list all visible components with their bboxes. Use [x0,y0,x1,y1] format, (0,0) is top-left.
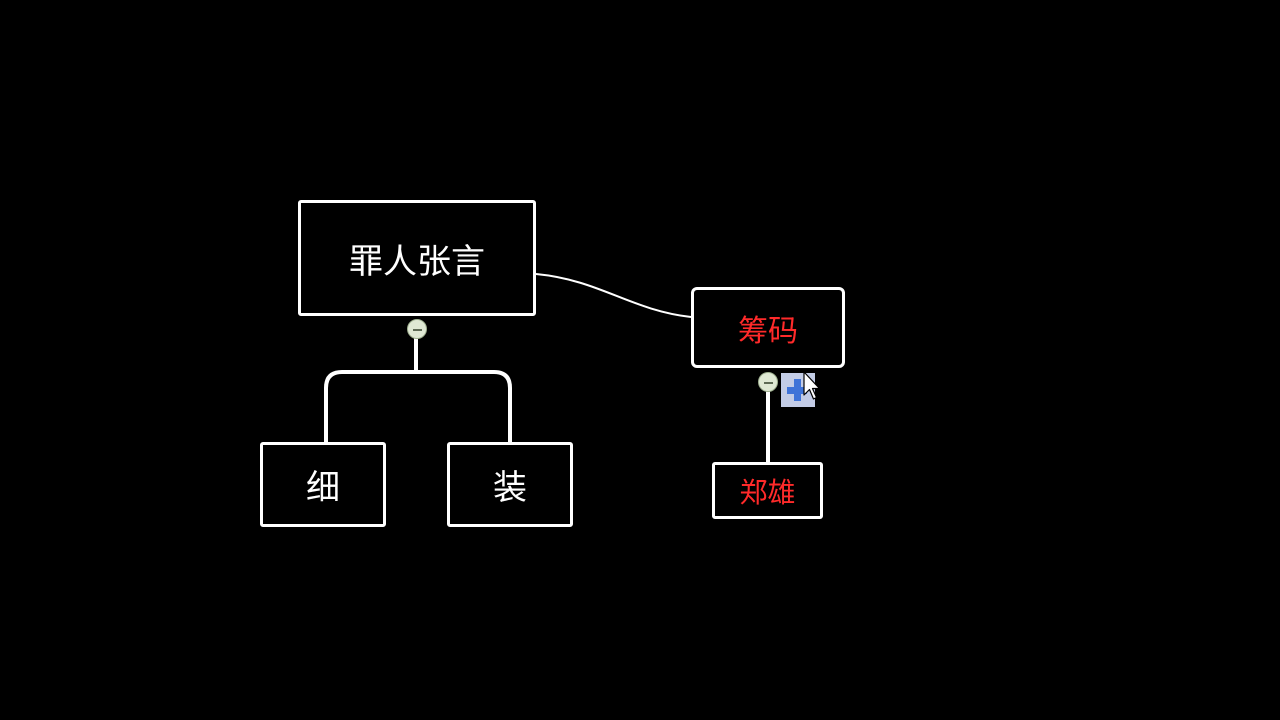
collapse-toggle-icon[interactable] [407,319,427,339]
node-root[interactable]: 罪人张言 [298,200,536,316]
node-child-zhuang-label: 装 [493,468,527,508]
collapse-toggle-icon[interactable] [758,372,778,392]
node-child-xi-label: 细 [306,468,340,508]
connector-root-to-chouma [535,273,692,318]
node-chouma[interactable]: 筹码 [691,287,845,368]
node-root-label: 罪人张言 [349,241,485,282]
connector-root-to-children [324,330,512,442]
node-zhengxiong[interactable]: 郑雄 [712,462,823,519]
mouse-cursor-icon [803,371,821,400]
node-child-zhuang[interactable]: 装 [447,442,573,527]
node-zhengxiong-label: 郑雄 [739,475,796,509]
node-chouma-label: 筹码 [738,313,798,349]
node-child-xi[interactable]: 细 [260,442,386,527]
